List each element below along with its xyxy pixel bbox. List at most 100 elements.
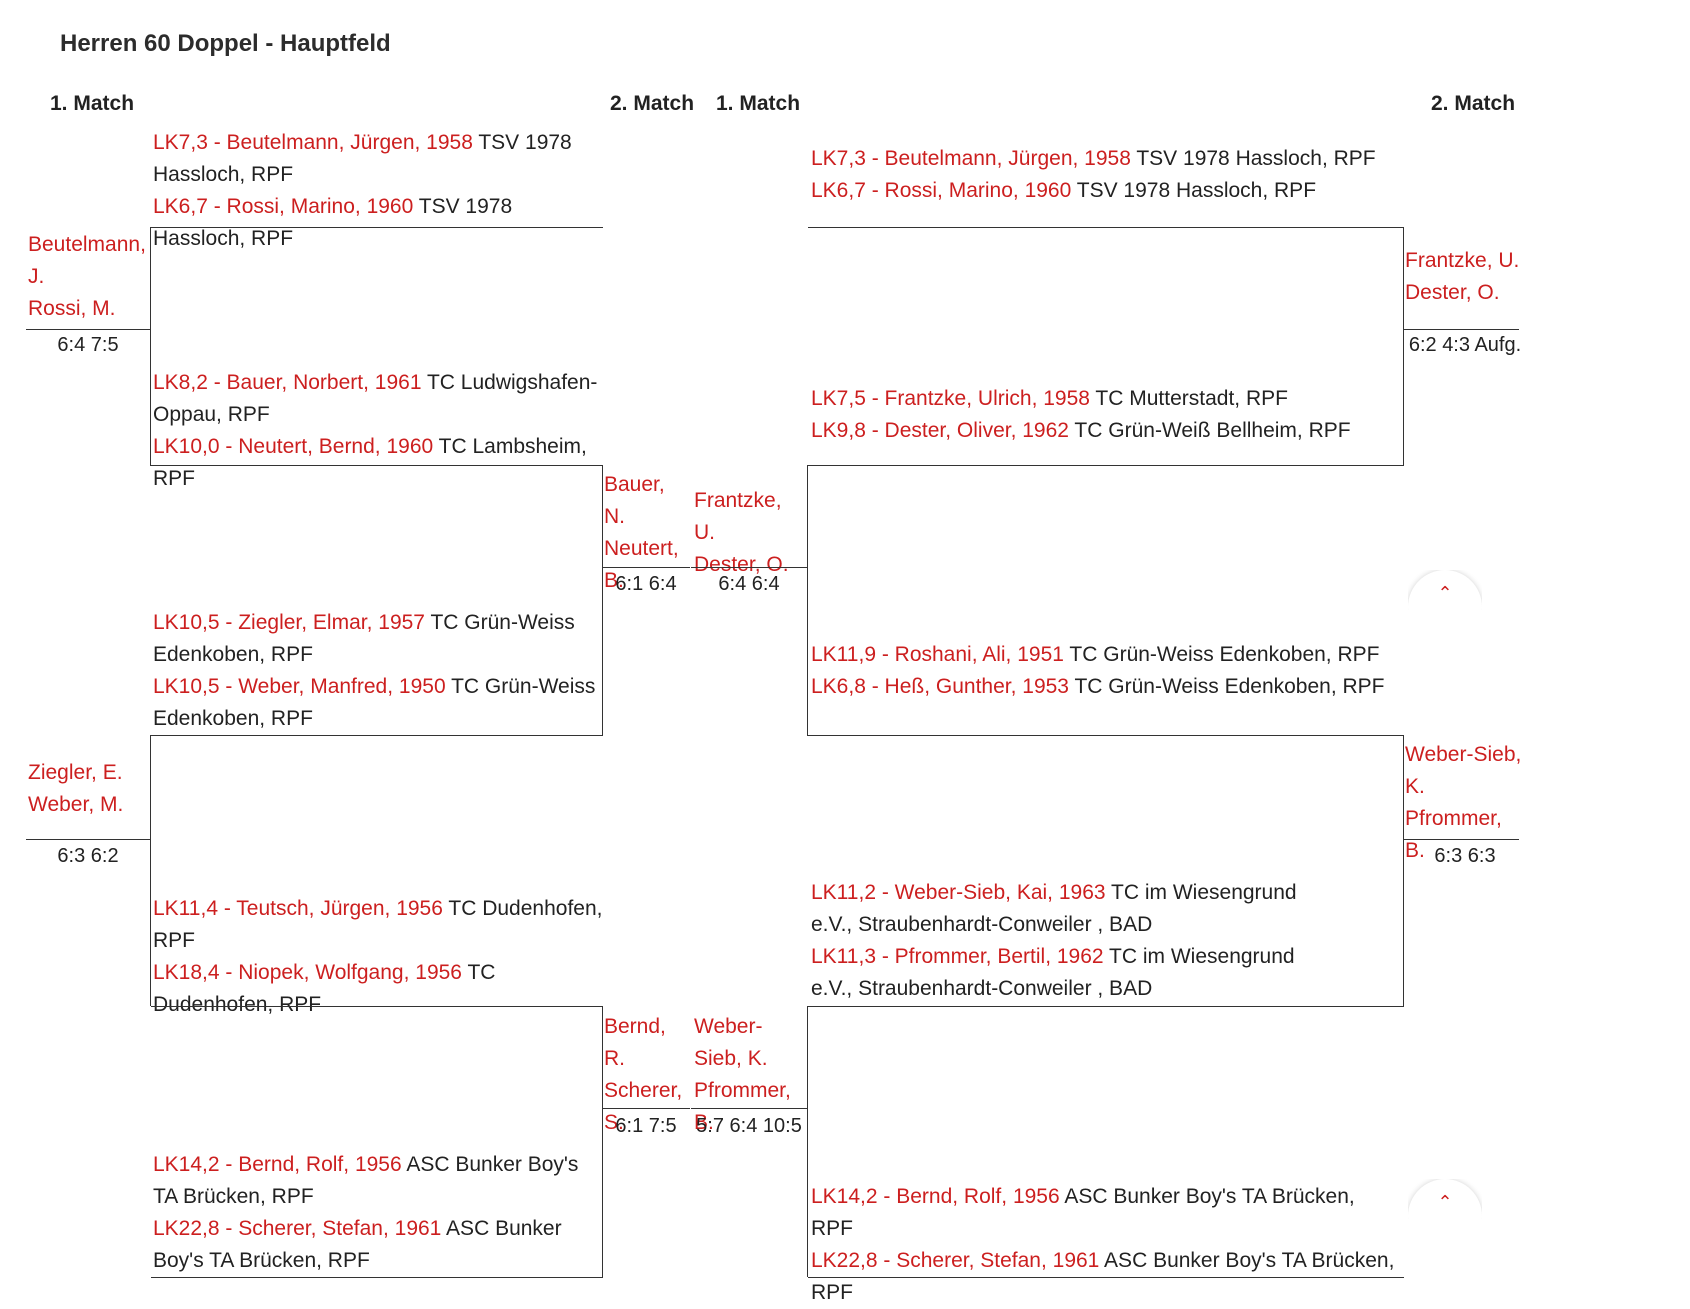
left-entry-5: LK14,2 - Bernd, Rolf, 1956 ASC Bunker Bo… [153,1149,603,1277]
club-name: TC Grün-Weiss Edenkoben, RPF [1069,675,1385,698]
player-name[interactable]: LK8,2 - Bauer, Norbert, 1961 [153,371,422,394]
club-name: TSV 1978 Hassloch, RPF [153,131,572,186]
player-name[interactable]: LK9,8 - Dester, Oliver, 1962 [811,419,1069,442]
match-score: 6:1 6:4 [615,573,677,595]
left-entry-1: LK7,3 - Beutelmann, Jürgen, 1958 TSV 197… [153,127,603,255]
club-name: ASC Bunker Boy's TA Brücken, RPF [811,1185,1355,1240]
bracket-line [808,1006,1404,1007]
player-name[interactable]: LK10,5 - Ziegler, Elmar, 1957 [153,611,425,634]
winner-player[interactable]: Pfrommer, B. [1405,807,1502,862]
match-score: 6:3 6:2 [57,845,119,867]
bracket-line [26,329,151,330]
club-name: TC im Wiesengrund e.V., Straubenhardt-Co… [811,945,1295,1000]
match-score: 6:2 4:3 Aufg. [1408,334,1522,356]
player-name[interactable]: LK14,2 - Bernd, Rolf, 1956 [153,1153,402,1176]
player-name[interactable]: LK7,5 - Frantzke, Ulrich, 1958 [811,387,1090,410]
right-inner-winner-2[interactable]: Weber-Sieb, K. Pfrommer, B. [694,1011,810,1139]
header-left-round1: 1. Match [50,92,135,115]
club-name: TC Grün-Weiss Edenkoben, RPF [153,611,575,666]
left-entry-2: LK8,2 - Bauer, Norbert, 1961 TC Ludwigsh… [153,367,603,495]
right-entry-2: LK7,5 - Frantzke, Ulrich, 1958 TC Mutter… [811,383,1401,447]
header-right-round1: 1. Match [716,92,801,115]
player-name[interactable]: LK18,4 - Niopek, Wolfgang, 1956 [153,961,462,984]
bracket-line [602,1108,690,1109]
left-outer-winner-2[interactable]: Ziegler, E. Weber, M. [28,757,146,821]
player-name[interactable]: LK10,0 - Neutert, Bernd, 1960 [153,435,434,458]
winner-player[interactable]: Pfrommer, B. [694,1079,791,1134]
player-name[interactable]: LK6,8 - Heß, Gunther, 1953 [811,675,1069,698]
player-name[interactable]: LK6,7 - Rossi, Marino, 1960 [811,179,1072,202]
bracket-line [1403,839,1519,840]
winner-player[interactable]: Dester, O. [1405,281,1500,304]
left-outer-winner-1[interactable]: Beutelmann, J. Rossi, M. [28,229,146,325]
club-name: TC Grün-Weiss Edenkoben, RPF [1063,643,1380,666]
bracket-line [807,1006,808,1277]
winner-player[interactable]: Weber-Sieb, K. [1405,743,1522,798]
match-score: 6:1 7:5 [615,1115,677,1137]
right-entry-3: LK11,9 - Roshani, Ali, 1951 TC Grün-Weis… [811,639,1401,703]
club-name: TC Dudenhofen, RPF [153,961,496,1016]
player-name[interactable]: LK7,3 - Beutelmann, Jürgen, 1958 [811,147,1131,170]
right-outer-winner-1[interactable]: Frantzke, U. Dester, O. [1405,245,1525,309]
player-name[interactable]: LK10,5 - Weber, Manfred, 1950 [153,675,446,698]
winner-player[interactable]: Ziegler, E. [28,761,123,784]
bracket-line [808,227,1404,228]
winner-player[interactable]: Rossi, M. [28,297,116,320]
bracket-line [151,1006,603,1007]
winner-player[interactable]: Weber, M. [28,793,124,816]
match-score: 6:4 6:4 [718,573,780,595]
bracket-line [151,227,603,228]
bracket-line [602,1006,603,1277]
bracket-line [1403,227,1404,466]
player-name[interactable]: LK11,4 - Teutsch, Jürgen, 1956 [153,897,443,920]
bracket-line [151,1277,603,1278]
chevron-up-icon: ⌃ [1437,1192,1453,1212]
right-entry-5: LK14,2 - Bernd, Rolf, 1956 ASC Bunker Bo… [811,1181,1401,1309]
bracket-line [150,735,151,1006]
bracket-line [602,465,603,736]
winner-player[interactable]: Scherer, S. [604,1079,683,1134]
left-inner-winner-2[interactable]: Bernd, R. Scherer, S. [604,1011,690,1139]
winner-player[interactable]: Bernd, R. [604,1015,666,1070]
club-name: ASC Bunker Boy's TA Brücken, RPF [153,1217,562,1272]
scroll-up-button[interactable]: ⌃ [1408,1179,1482,1219]
winner-player[interactable]: Frantzke, U. [694,489,782,544]
player-name[interactable]: LK6,7 - Rossi, Marino, 1960 [153,195,414,218]
club-name: TC Lambsheim, RPF [153,435,587,490]
winner-player[interactable]: Dester, O. [694,553,789,576]
player-name[interactable]: LK7,3 - Beutelmann, Jürgen, 1958 [153,131,473,154]
right-inner-winner-1[interactable]: Frantzke, U. Dester, O. [694,485,804,581]
player-name[interactable]: LK11,3 - Pfrommer, Bertil, 1962 [811,945,1104,968]
left-entry-3: LK10,5 - Ziegler, Elmar, 1957 TC Grün-We… [153,607,603,735]
right-outer-winner-2[interactable]: Weber-Sieb, K. Pfrommer, B. [1405,739,1525,867]
player-name[interactable]: LK22,8 - Scherer, Stefan, 1961 [153,1217,442,1240]
player-name[interactable]: LK11,2 - Weber-Sieb, Kai, 1963 [811,881,1106,904]
right-entry-1: LK7,3 - Beutelmann, Jürgen, 1958 TSV 197… [811,143,1401,207]
player-name[interactable]: LK22,8 - Scherer, Stefan, 1961 [811,1249,1100,1272]
bracket-line [26,839,151,840]
bracket-line [808,1277,1404,1278]
bracket-line [691,1108,808,1109]
winner-player[interactable]: Frantzke, U. [1405,249,1520,272]
winner-player[interactable]: Neutert, B. [604,537,679,592]
club-name: ASC Bunker Boy's TA Brücken, RPF [153,1153,579,1208]
bracket-line [602,567,690,568]
bracket-line [808,735,1404,736]
match-score: 6:4 7:5 [57,334,119,356]
chevron-up-icon: ⌃ [1437,583,1453,603]
winner-player[interactable]: Bauer, N. [604,473,665,528]
bracket-line [807,465,808,736]
winner-player[interactable]: Weber-Sieb, K. [694,1015,768,1070]
bracket-line [1403,735,1404,1006]
club-name: TC Grün-Weiß Bellheim, RPF [1068,419,1351,442]
right-entry-4: LK11,2 - Weber-Sieb, Kai, 1963 TC im Wie… [811,877,1321,1005]
bracket-line [150,227,151,466]
left-inner-winner-1[interactable]: Bauer, N. Neutert, B. [604,469,690,597]
bracket-line [1403,329,1519,330]
player-name[interactable]: LK11,9 - Roshani, Ali, 1951 [811,643,1064,666]
bracket-line [151,735,603,736]
player-name[interactable]: LK14,2 - Bernd, Rolf, 1956 [811,1185,1060,1208]
winner-player[interactable]: Beutelmann, J. [28,233,146,288]
scroll-up-button[interactable]: ⌃ [1408,570,1482,610]
page-title: Herren 60 Doppel - Hauptfeld [60,30,391,57]
